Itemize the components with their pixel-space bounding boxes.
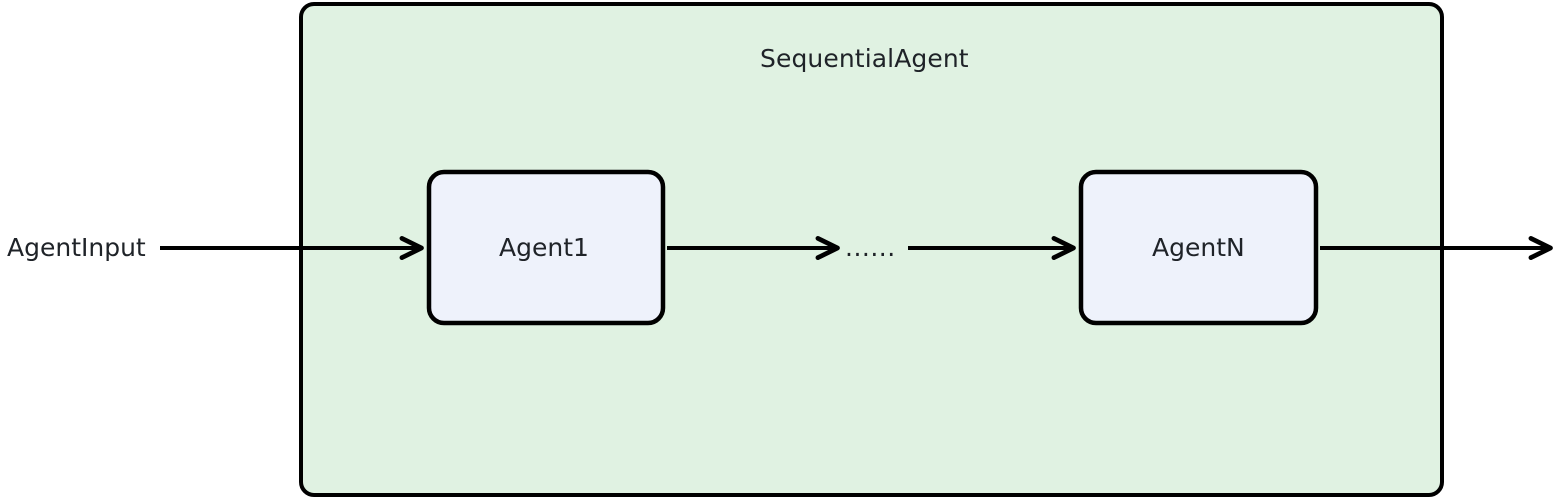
agentn-node-box (1078, 169, 1319, 326)
sequential-agent-group-title: SequentialAgent (760, 44, 969, 73)
ellipsis-label: ...... (845, 233, 896, 262)
agent-input-label: AgentInput (7, 233, 146, 262)
agent1-node-box (426, 169, 666, 326)
agentn-node-label: AgentN (1152, 233, 1245, 262)
agent1-node-label: Agent1 (499, 233, 589, 262)
